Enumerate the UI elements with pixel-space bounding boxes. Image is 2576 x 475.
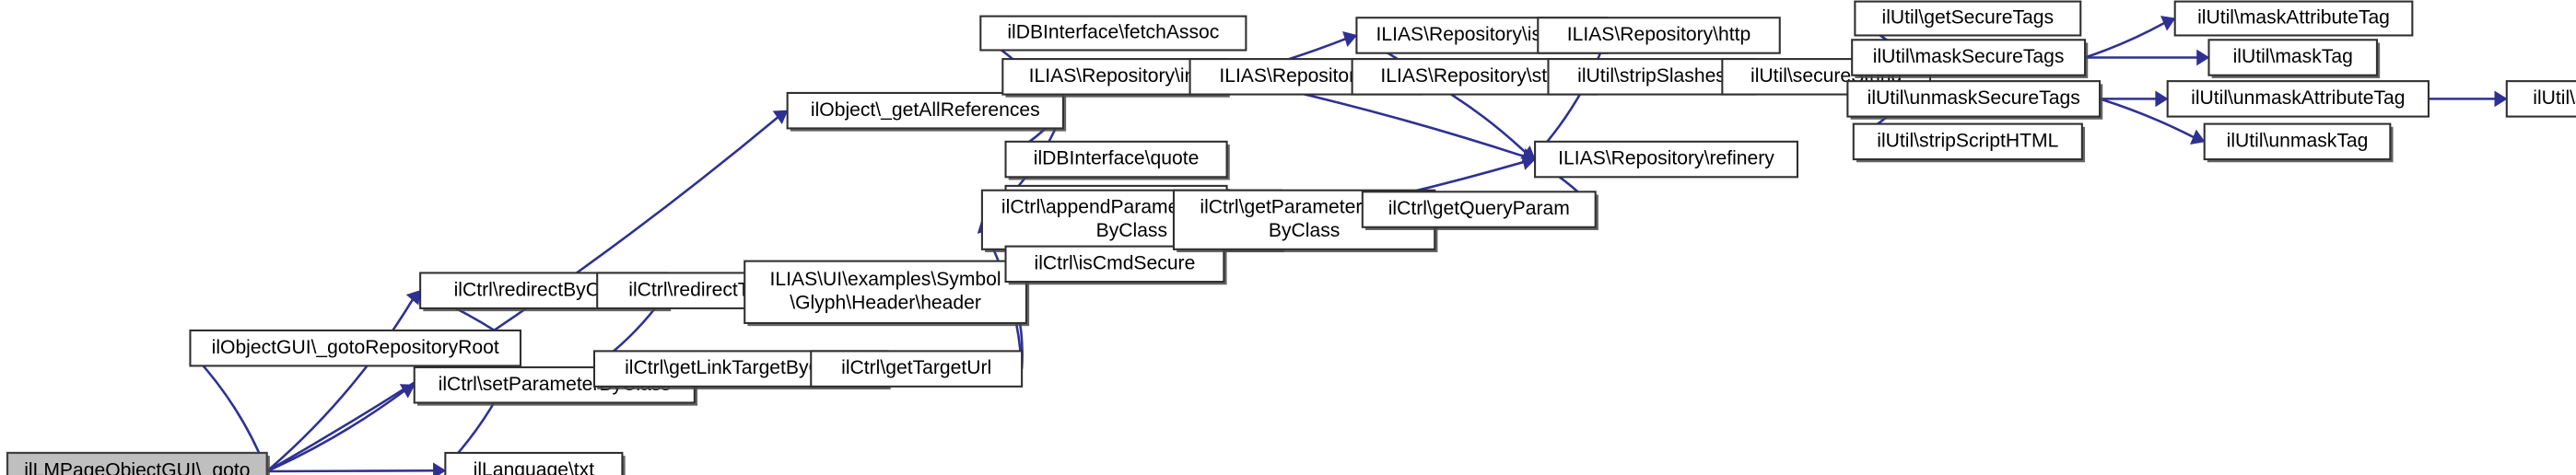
node-box[interactable] <box>444 451 624 475</box>
node-label: ilObjectGUI\_gotoRepositoryRoot <box>212 337 499 358</box>
node-label: ilUtil\secureLink <box>2533 87 2576 109</box>
root-node-box[interactable] <box>6 451 268 475</box>
arrowhead-root-to-redirectbyclass <box>405 289 421 306</box>
node-getsecuretags[interactable]: ilUtil\getSecureTags <box>1854 0 2082 37</box>
arrowhead-unmasksecuretags-to-unmaskattributetag <box>2155 90 2169 108</box>
node-label: ilUtil\unmaskTag <box>2227 130 2369 151</box>
node-unmaskattributetag[interactable]: ilUtil\unmaskAttributeTag <box>2166 80 2430 118</box>
node-box[interactable] <box>1854 0 2082 37</box>
node-label: ilUtil\stripScriptHTML <box>1877 130 2058 151</box>
node-label: ILIAS\UI\examples\Symbol <box>770 269 1001 290</box>
node-box[interactable] <box>786 91 1064 130</box>
node-label: ilObject\_getAllReferences <box>811 99 1040 121</box>
node-masksecuretags[interactable]: ilUtil\maskSecureTags <box>1851 39 2089 78</box>
node-label: ilUtil\maskSecureTags <box>1873 46 2065 67</box>
arrowhead-unmaskattributetag-to-securelink <box>2494 90 2508 108</box>
node-label: ILIAS\Repository\strip <box>1380 65 1568 87</box>
node-box[interactable] <box>1361 191 1597 228</box>
node-label: ilCtrl\getParameterArray <box>1200 197 1409 218</box>
node-fetchassoc[interactable]: ilDBInterface\fetchAssoc <box>979 15 1247 52</box>
node-box[interactable] <box>744 260 1027 324</box>
arrowhead-repostr-to-reporefinery <box>1520 145 1536 160</box>
node-box[interactable] <box>1537 17 1781 54</box>
arrowhead-root-to-getallreferences <box>772 110 789 125</box>
node-box[interactable] <box>1852 122 2083 161</box>
node-box[interactable] <box>2207 39 2378 76</box>
node-label: ilCtrl\getLinkTargetByClass <box>625 357 857 378</box>
node-label: ilUtil\unmaskAttributeTag <box>2191 87 2405 109</box>
edge-root-to-redirectbyclass <box>265 298 414 472</box>
node-securelink[interactable]: ilUtil\secureLink <box>2505 80 2576 118</box>
node-getqueryparam[interactable]: ilCtrl\getQueryParam <box>1361 191 1598 230</box>
node-layer: ilLMPageObjectGUI\_goto ilObjectGUI\_goto… <box>6 0 2576 475</box>
node-label: ilUtil\unmaskSecureTags <box>1868 87 2080 109</box>
node-root[interactable]: ilLMPageObjectGUI\_goto <box>6 451 270 475</box>
node-box[interactable] <box>979 15 1247 52</box>
node-box[interactable] <box>189 329 522 367</box>
node-label: ByClass <box>1269 220 1340 241</box>
node-label: ILIAS\Repository\http <box>1567 24 1751 45</box>
node-getallreferences[interactable]: ilObject\_getAllReferences <box>786 91 1067 132</box>
node-reporefinery[interactable]: ILIAS\Repository\refinery <box>1534 140 1798 179</box>
node-label: ilDBInterface\fetchAssoc <box>1007 22 1219 43</box>
node-box[interactable] <box>2166 80 2430 118</box>
edge-root-to-langtxt <box>266 469 434 473</box>
arrowhead-masksecuretags-to-maskattributetag <box>2160 16 2176 31</box>
arrowhead-unmasksecuretags-to-unmasktag <box>2190 129 2206 145</box>
node-label: ilUtil\maskTag <box>2233 46 2353 67</box>
node-label: ByClass <box>1096 220 1167 241</box>
node-label: ilLMPageObjectGUI\_goto <box>24 460 250 475</box>
node-label: ilCtrl\getTargetUrl <box>841 357 991 378</box>
node-gotorepositoryroot[interactable]: ilObjectGUI\_gotoRepositoryRoot <box>189 329 522 367</box>
node-label: ilUtil\maskAttributeTag <box>2197 7 2390 29</box>
arrowhead-root-to-langtxt <box>433 462 447 475</box>
node-box[interactable] <box>1846 80 2102 118</box>
node-langtxt[interactable]: ilLanguage\txt <box>444 451 626 475</box>
node-unmasktag[interactable]: ilUtil\unmaskTag <box>2203 122 2394 163</box>
node-label: ilUtil\stripSlashes <box>1577 65 1726 87</box>
node-box[interactable] <box>2173 0 2414 37</box>
node-box[interactable] <box>1547 58 1756 96</box>
node-label: ilCtrl\getQueryParam <box>1388 198 1570 219</box>
node-maskattributetag[interactable]: ilUtil\maskAttributeTag <box>2173 0 2414 37</box>
arrowhead-root-to-setparameterbyclass <box>399 384 416 399</box>
node-label: ILIAS\Repository\refinery <box>1558 148 1774 169</box>
node-label: ilCtrl\isCmdSecure <box>1035 252 1196 273</box>
node-stripscripthtml[interactable]: ilUtil\stripScriptHTML <box>1852 122 2086 163</box>
edge-masksecuretags-to-maskattributetag <box>2084 22 2165 59</box>
node-box[interactable] <box>1851 39 2087 76</box>
node-masktag[interactable]: ilUtil\maskTag <box>2207 39 2381 78</box>
edge-root-to-setparameterbyclass <box>266 389 405 473</box>
node-unmasksecuretags[interactable]: ilUtil\unmaskSecureTags <box>1846 80 2103 120</box>
node-label: \Glyph\Header\header <box>790 293 981 314</box>
edge-unmasksecuretags-to-unmasktag <box>2099 98 2195 139</box>
node-gettargeturl[interactable]: ilCtrl\getTargetUrl <box>810 350 1024 388</box>
node-label: ILIAS\Repository\int <box>1029 65 1201 87</box>
node-box[interactable] <box>1534 140 1798 179</box>
node-box[interactable] <box>2203 122 2392 161</box>
node-label: ilCtrl\redirectByClass <box>454 279 635 300</box>
node-stripslashes[interactable]: ilUtil\stripSlashes <box>1547 58 1756 96</box>
node-box[interactable] <box>1004 140 1228 179</box>
arrowhead-repoint-to-repoisarray <box>1342 31 1358 47</box>
node-label: ILIAS\Repository\isArray <box>1376 24 1587 45</box>
node-label: ILIAS\Repository\str <box>1219 65 1392 87</box>
node-box[interactable] <box>2505 80 2576 118</box>
node-label: ilDBInterface\quote <box>1034 148 1200 169</box>
node-label: ilLanguage\txt <box>474 459 595 475</box>
node-dbquote[interactable]: ilDBInterface\quote <box>1004 140 1230 180</box>
arrowhead-masksecuretags-to-masktag <box>2196 49 2210 66</box>
node-box[interactable] <box>810 350 1024 388</box>
node-repohttp[interactable]: ILIAS\Repository\http <box>1537 17 1781 54</box>
node-glyphheader[interactable]: ILIAS\UI\examples\Symbol \Glyph\Header\he… <box>744 260 1030 327</box>
node-label: ilUtil\getSecureTags <box>1882 7 2055 29</box>
